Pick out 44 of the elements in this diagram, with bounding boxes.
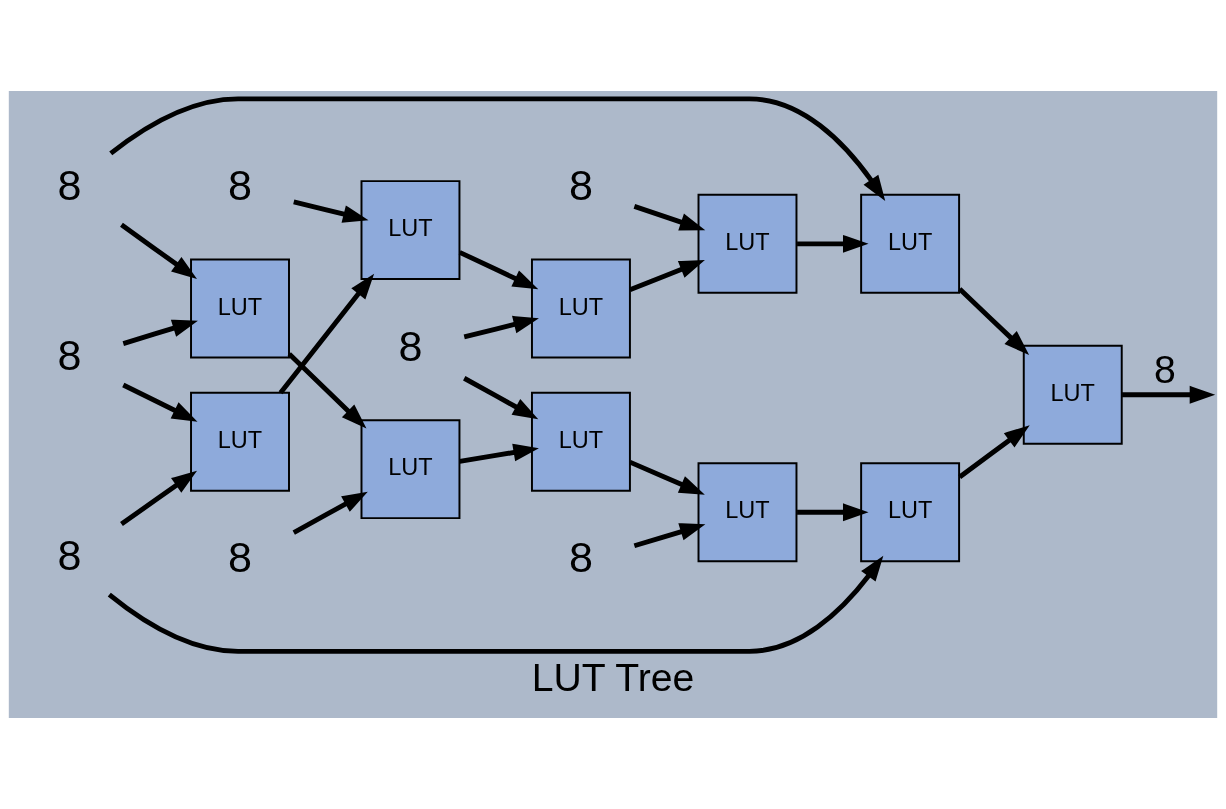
edge-label: 8 bbox=[1153, 347, 1176, 391]
arrow bbox=[278, 273, 375, 395]
arrow bbox=[958, 425, 1030, 479]
node-box: LUT bbox=[697, 462, 798, 563]
node-text: 8 bbox=[57, 331, 82, 380]
arrow bbox=[107, 555, 884, 654]
node-box: LUT bbox=[190, 391, 290, 492]
arrow bbox=[120, 470, 198, 527]
arrow bbox=[633, 523, 706, 549]
node-box: LUT bbox=[360, 180, 461, 281]
node-text: 8 bbox=[228, 533, 252, 582]
arrow bbox=[797, 503, 869, 522]
arrow bbox=[293, 199, 369, 223]
arrow bbox=[633, 204, 706, 231]
arrow bbox=[458, 250, 539, 290]
node-box: LUT bbox=[860, 462, 961, 563]
arrow bbox=[797, 234, 869, 253]
caption: LUT Tree bbox=[531, 655, 695, 699]
node-box: LUT bbox=[190, 258, 290, 359]
node-text: 8 bbox=[228, 160, 252, 209]
node-box: LUT bbox=[1022, 344, 1123, 445]
arrow bbox=[120, 222, 197, 280]
arrow bbox=[958, 287, 1030, 356]
node-text: 8 bbox=[568, 533, 593, 582]
arrow bbox=[628, 459, 705, 495]
node-box: LUT bbox=[697, 193, 798, 294]
arrow bbox=[463, 315, 539, 340]
node-box: LUT bbox=[360, 419, 461, 520]
arrow bbox=[287, 352, 367, 429]
arrow bbox=[463, 376, 539, 420]
node-box: LUT bbox=[860, 193, 961, 294]
arrow bbox=[122, 382, 198, 422]
node-text: 8 bbox=[57, 160, 82, 209]
arrow bbox=[122, 319, 198, 346]
node-text: 8 bbox=[568, 160, 593, 209]
node-box: LUT bbox=[531, 258, 631, 359]
arrow bbox=[459, 443, 539, 464]
arrow bbox=[1122, 385, 1216, 404]
node-text: 8 bbox=[398, 321, 423, 370]
arrow bbox=[629, 260, 705, 293]
node-box: LUT bbox=[531, 391, 631, 492]
arrow bbox=[109, 96, 886, 201]
arrow bbox=[292, 491, 368, 535]
node-text: 8 bbox=[57, 531, 82, 580]
